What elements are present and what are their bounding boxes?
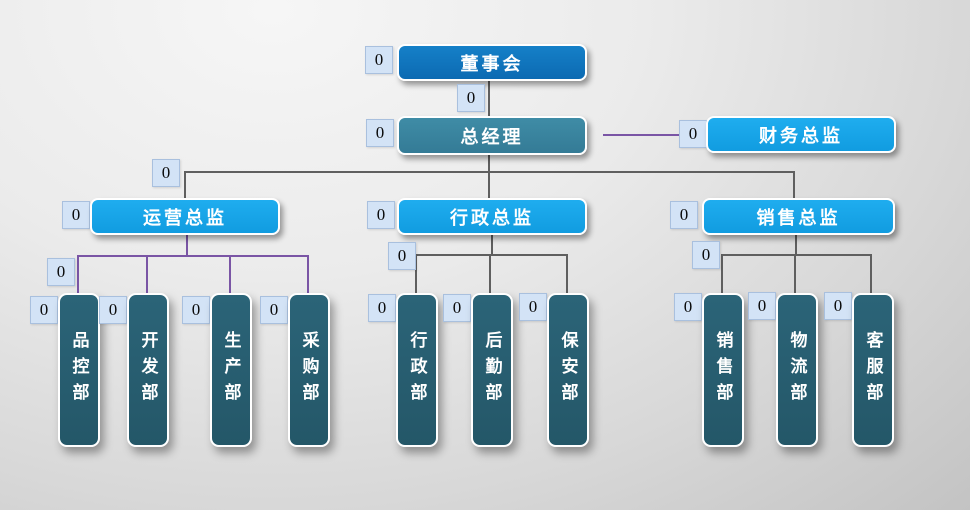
node-dept-logistics[interactable]: 物流部 — [776, 293, 818, 447]
connector-sales-bus — [721, 254, 872, 256]
connector-drop-ops-dept1 — [77, 255, 79, 295]
count-badge[interactable]: 0 — [824, 292, 852, 320]
count-badge[interactable]: 0 — [365, 46, 393, 74]
count-badge[interactable]: 0 — [670, 201, 698, 229]
node-dept-production[interactable]: 生产部 — [210, 293, 252, 447]
node-finance-director[interactable]: 财务总监 — [706, 116, 896, 153]
connector-drop-sales — [793, 171, 795, 199]
connector-drop-admin — [488, 171, 490, 199]
connector-drop-admin-dept3 — [566, 254, 568, 294]
count-badge[interactable]: 0 — [368, 294, 396, 322]
node-dept-quality-control[interactable]: 品控部 — [58, 293, 100, 447]
node-dept-general-affairs[interactable]: 后勤部 — [471, 293, 513, 447]
count-badge[interactable]: 0 — [152, 159, 180, 187]
connector-gm-down — [488, 152, 490, 172]
node-dept-administration[interactable]: 行政部 — [396, 293, 438, 447]
count-badge[interactable]: 0 — [519, 293, 547, 321]
node-dept-procurement[interactable]: 采购部 — [288, 293, 330, 447]
node-board[interactable]: 董事会 — [397, 44, 587, 81]
connector-board-gm — [488, 79, 490, 117]
count-badge[interactable]: 0 — [674, 293, 702, 321]
count-badge[interactable]: 0 — [62, 201, 90, 229]
count-badge[interactable]: 0 — [182, 296, 210, 324]
node-dept-customer-service[interactable]: 客服部 — [852, 293, 894, 447]
count-badge[interactable]: 0 — [748, 292, 776, 320]
count-badge[interactable]: 0 — [367, 201, 395, 229]
connector-drop-admin-dept2 — [489, 254, 491, 294]
connector-drop-ops — [184, 171, 186, 199]
count-badge[interactable]: 0 — [388, 242, 416, 270]
node-general-manager[interactable]: 总经理 — [397, 116, 587, 155]
connector-drop-admin-dept1 — [415, 254, 417, 294]
connector-gm-finance — [603, 134, 679, 136]
count-badge[interactable]: 0 — [692, 241, 720, 269]
connector-drop-ops-dept2 — [146, 255, 148, 295]
connector-drop-sales-dept3 — [870, 254, 872, 294]
connector-ops-down — [186, 234, 188, 256]
connector-admin-down — [491, 234, 493, 255]
count-badge[interactable]: 0 — [457, 84, 485, 112]
node-admin-director[interactable]: 行政总监 — [397, 198, 587, 235]
count-badge[interactable]: 0 — [47, 258, 75, 286]
node-dept-development[interactable]: 开发部 — [127, 293, 169, 447]
connector-drop-sales-dept1 — [721, 254, 723, 294]
connector-drop-sales-dept2 — [794, 254, 796, 294]
count-badge[interactable]: 0 — [366, 119, 394, 147]
connector-drop-ops-dept3 — [229, 255, 231, 295]
node-sales-director[interactable]: 销售总监 — [702, 198, 895, 235]
node-operations-director[interactable]: 运营总监 — [90, 198, 280, 235]
count-badge[interactable]: 0 — [99, 296, 127, 324]
node-dept-security[interactable]: 保安部 — [547, 293, 589, 447]
count-badge[interactable]: 0 — [260, 296, 288, 324]
count-badge[interactable]: 0 — [30, 296, 58, 324]
connector-admin-bus — [415, 254, 568, 256]
count-badge[interactable]: 0 — [443, 294, 471, 322]
connector-sales-down — [795, 234, 797, 255]
connector-ops-bus — [77, 255, 309, 257]
count-badge[interactable]: 0 — [679, 120, 707, 148]
connector-drop-ops-dept4 — [307, 255, 309, 295]
node-dept-sales[interactable]: 销售部 — [702, 293, 744, 447]
